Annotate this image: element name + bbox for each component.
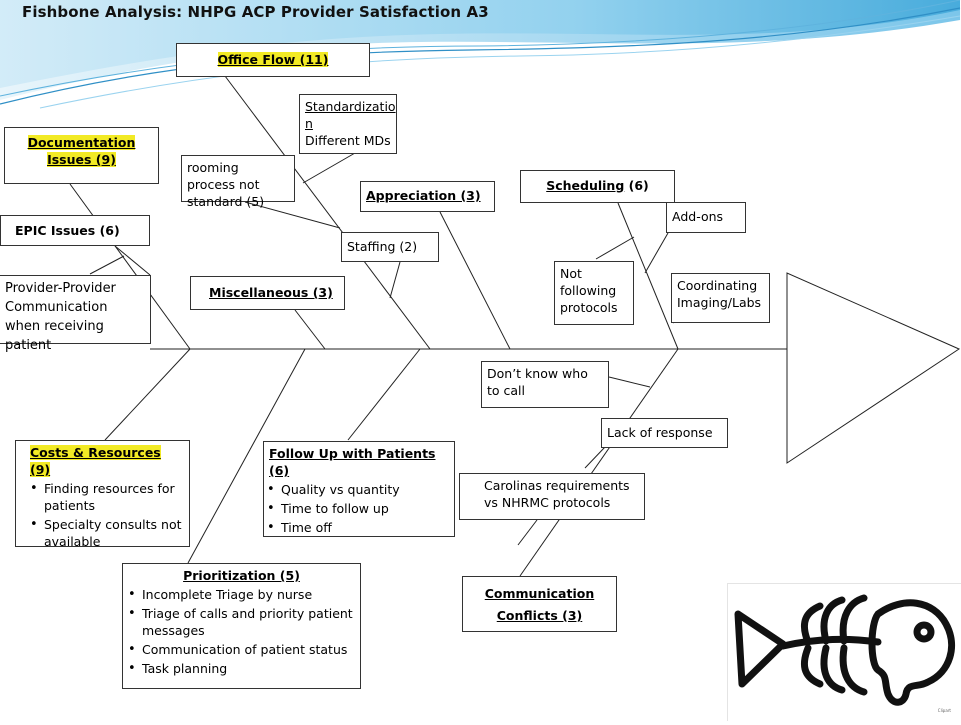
category-appreciation: Appreciation (3) — [360, 181, 495, 212]
cause-label: EPIC Issues (6) — [15, 223, 120, 238]
category-label: Prioritization (5) — [183, 568, 300, 583]
sub-provider-comm — [89, 255, 125, 275]
category-label: Documentation — [27, 135, 136, 150]
category-office-flow: Office Flow (11) — [176, 43, 370, 77]
category-label: Scheduling — [546, 178, 625, 193]
cause-standardization: Standardizatio n Different MDs — [299, 94, 397, 154]
bone-appreciation — [439, 211, 511, 350]
list-item: Time to follow up — [267, 500, 449, 517]
sub-standardization — [302, 152, 356, 184]
cause-lack-response: Lack of response — [601, 418, 728, 448]
cause-label: Don’t know who to call — [487, 366, 588, 398]
category-label: Miscellaneous (3) — [209, 285, 333, 300]
list-item: Finding resources for patients — [30, 480, 184, 514]
cause-label: rooming process not standard (5) — [187, 160, 265, 209]
bone-communication — [519, 348, 679, 577]
category-label: Appreciation (3) — [366, 188, 481, 203]
category-prioritization: Prioritization (5) Incomplete Triage by … — [122, 563, 361, 689]
sub-add-ons — [644, 232, 669, 274]
list-item: Task planning — [128, 660, 355, 677]
cause-add-ons: Add-ons — [666, 202, 746, 233]
cause-rooming: rooming process not standard (5) — [181, 155, 295, 209]
cause-carolinas: Carolinas requirements vs NHRMC protocol… — [459, 473, 645, 520]
cause-label: Carolinas requirements vs NHRMC protocol… — [484, 478, 630, 510]
cause-dont-know: Don’t know who to call — [481, 361, 609, 408]
cause-label: Provider-Provider Communication when rec… — [5, 281, 116, 353]
category-label: Conflicts (3) — [496, 608, 583, 623]
category-label: Office Flow (11) — [217, 52, 329, 67]
cause-provider-communication: Provider-Provider Communication when rec… — [0, 275, 151, 353]
costs-list: Finding resources for patients Specialty… — [30, 480, 184, 550]
list-item: Specialty consults not available — [30, 516, 184, 550]
cause-label: Standardizatio — [305, 99, 396, 114]
category-label: Issues (9) — [47, 152, 116, 167]
sub-staffing — [389, 261, 401, 299]
bone-miscellaneous — [294, 309, 326, 350]
sub-rooming — [244, 201, 341, 229]
cause-coordinating: Coordinating Imaging/Labs — [671, 273, 770, 323]
category-communication: Communication Conflicts (3) — [462, 576, 617, 632]
fish-head-triangle — [786, 272, 961, 464]
bone-office-flow — [224, 75, 431, 350]
list-item: Communication of patient status — [128, 641, 355, 658]
fish-skeleton-logo: Clipart — [727, 583, 961, 721]
cause-label: Not following protocols — [560, 266, 618, 315]
category-documentation: Documentation Issues (9) — [4, 127, 159, 184]
bone-documentation — [69, 183, 191, 350]
category-label: Follow Up with Patients (6) — [269, 446, 436, 478]
category-costs-resources: Costs & Resources (9) Finding resources … — [15, 440, 190, 550]
sub-dont-know — [608, 376, 651, 388]
cause-label: Add-ons — [672, 209, 724, 224]
sub-lack-response — [584, 446, 606, 469]
list-item: Triage of calls and priority patient mes… — [128, 605, 355, 639]
cause-label: Lack of response — [607, 425, 713, 440]
bone-costs — [104, 348, 191, 441]
list-item: Quality vs quantity — [267, 481, 449, 498]
cause-staffing: Staffing (2) — [341, 232, 439, 262]
category-label: Communication — [484, 586, 595, 601]
cause-label: Different MDs — [305, 133, 391, 148]
category-label: Costs & Resources (9) — [30, 445, 161, 477]
category-count: (6) — [624, 178, 649, 193]
fish-skeleton-icon — [734, 594, 956, 706]
bone-scheduling — [617, 202, 679, 350]
category-follow-up: Follow Up with Patients (6) Quality vs q… — [263, 441, 455, 537]
title-banner-swoosh — [0, 0, 961, 109]
list-item: Incomplete Triage by nurse — [128, 586, 355, 603]
bone-prioritization — [187, 348, 306, 564]
cause-label: Staffing (2) — [347, 239, 418, 254]
page-title: Fishbone Analysis: NHPG ACP Provider Sat… — [22, 3, 489, 21]
sub-epic — [114, 245, 151, 276]
follow-up-list: Quality vs quantity Time to follow up Ti… — [267, 481, 449, 536]
logo-credit: Clipart — [937, 708, 951, 713]
bone-follow-up — [347, 348, 421, 441]
sub-carolinas — [517, 519, 538, 546]
cause-label: Coordinating Imaging/Labs — [677, 278, 762, 310]
cause-epic: EPIC Issues (6) — [0, 215, 150, 246]
category-miscellaneous: Miscellaneous (3) — [190, 276, 345, 310]
cause-not-following: Not following protocols — [554, 261, 634, 325]
sub-not-following — [595, 236, 635, 260]
list-item: Time off — [267, 519, 449, 536]
category-scheduling: Scheduling (6) — [520, 170, 675, 203]
cause-label: n — [305, 116, 313, 131]
prioritization-list: Incomplete Triage by nurse Triage of cal… — [128, 586, 355, 677]
